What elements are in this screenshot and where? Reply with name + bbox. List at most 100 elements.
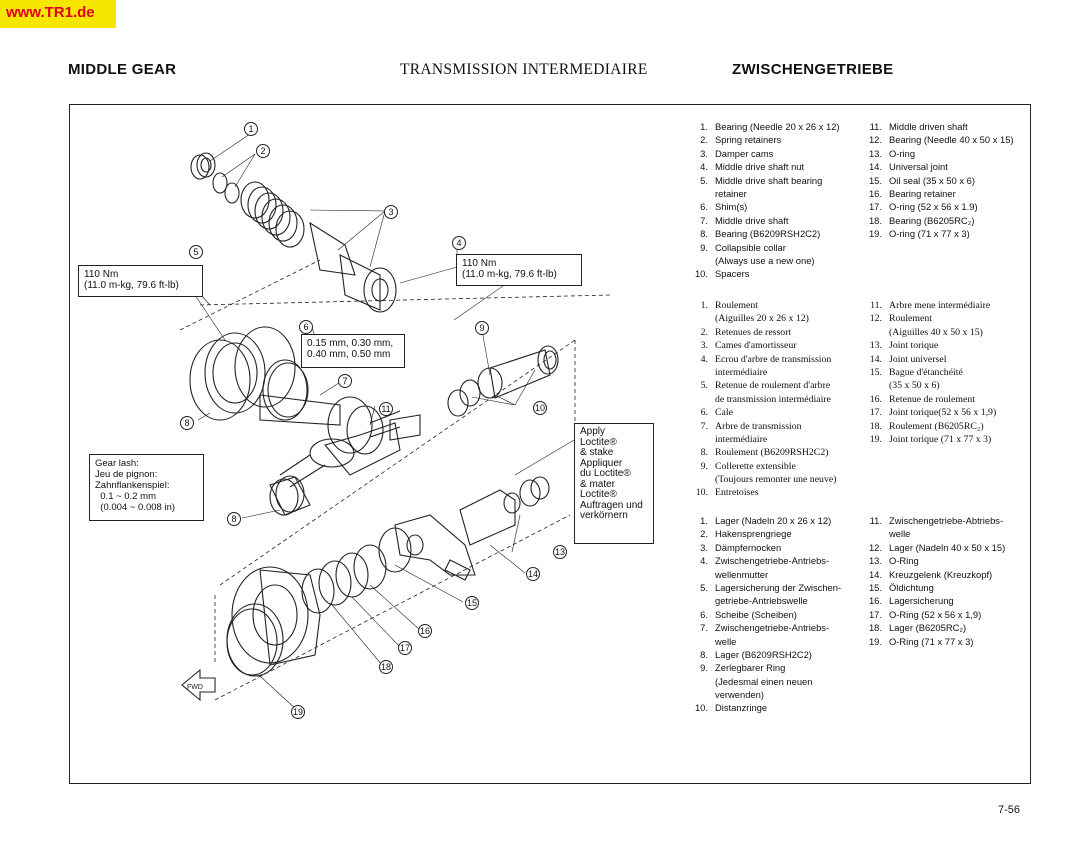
part-number: 6.: [700, 608, 708, 620]
callout-1: 1: [244, 122, 258, 136]
part-number: 8.: [700, 648, 708, 660]
part-number: 13.: [868, 555, 882, 567]
damper-spring: [240, 181, 305, 248]
part-number: 10.: [695, 487, 708, 499]
part-number: 15.: [869, 366, 882, 378]
part-number: 15.: [868, 174, 882, 186]
part-description: (Aiguilles 20 x 26 x 12): [715, 313, 809, 325]
part-description: Universal joint: [889, 161, 948, 173]
callout-6: 6: [299, 320, 313, 334]
part-number: 3.: [700, 340, 708, 352]
part-number: 6.: [700, 201, 708, 213]
loctite-label: Apply Loctite® & stake Appliquer du Loct…: [574, 423, 654, 544]
torque-label-shaft: 110 Nm (11.0 m-kg, 79.6 ft-lb): [456, 254, 582, 286]
part-description: O-ring (52 x 56 x 1.9): [889, 201, 978, 213]
figure-frame: [69, 104, 1031, 784]
part-description: O-Ring: [889, 555, 919, 567]
site-watermark[interactable]: www.TR1.de: [0, 0, 116, 28]
part-description: Lagersicherung der Zwischen-: [715, 581, 842, 593]
part-number: 9.: [700, 662, 708, 674]
loctite-line: Loctite®: [580, 436, 617, 448]
part-description: Damper cams: [715, 147, 774, 159]
part-description: O-Ring (71 x 77 x 3): [889, 635, 974, 647]
callout-15: 15: [465, 596, 479, 610]
large-bearing-part-8: [189, 326, 296, 421]
part-number: 6.: [700, 407, 708, 419]
fwd-arrow-label: FWD: [187, 684, 203, 691]
part-number: 16.: [868, 595, 882, 607]
part-description: Retenue de roulement: [889, 393, 975, 405]
callout-3: 3: [384, 205, 398, 219]
part-number: 11.: [870, 300, 882, 311]
page-number: 7-56: [998, 804, 1021, 816]
part-number: 17.: [868, 201, 882, 213]
part-description: (Jedesmal einen neuen: [715, 675, 813, 687]
part-description: Middle drive shaft nut: [715, 161, 805, 173]
part-description: Lager (Nadeln 40 x 50 x 15): [889, 541, 1006, 553]
part-description: Bague d'étanchéité: [889, 366, 963, 378]
part-number: 19.: [868, 228, 882, 240]
part-description: Joint torique(52 x 56 x 1,9): [889, 407, 997, 419]
part-number: 12.: [869, 313, 882, 325]
part-description: Roulement (B6205RC₂): [889, 420, 984, 432]
callout-2: 2: [256, 144, 270, 158]
part-description: Bearing retainer: [889, 187, 956, 199]
callout-13: 13: [553, 545, 567, 559]
callout-8b: 8: [227, 512, 241, 526]
part-number: 5.: [700, 174, 708, 186]
part-number: 14.: [868, 568, 882, 580]
part-description: Öldichtung: [889, 581, 934, 593]
part-description: wellenmutter: [715, 568, 769, 580]
callout-10: 10: [533, 401, 547, 415]
part-number: 7.: [700, 622, 708, 634]
part-description: Middle driven shaft: [889, 121, 968, 132]
part-description: Middle drive shaft bearing: [715, 174, 823, 186]
part-number: 2.: [700, 134, 708, 146]
part-number: 16.: [869, 393, 882, 405]
part-description: Hakensprengriege: [715, 528, 792, 540]
part-number: 15.: [868, 581, 882, 593]
part-number: 5.: [700, 380, 708, 392]
part-number: 8.: [700, 447, 708, 459]
part-number: 14.: [868, 161, 882, 173]
part-description: welle: [715, 635, 737, 647]
part-description: Bearing (Needle 20 x 26 x 12): [715, 121, 840, 132]
heading-french: TRANSMISSION INTERMEDIAIRE: [400, 61, 648, 78]
part-description: Joint universel: [889, 353, 947, 365]
part-number: 19.: [869, 433, 882, 445]
part-number: 14.: [869, 353, 882, 365]
loctite-line: & stake: [580, 447, 614, 458]
part-description: (35 x 50 x 6): [889, 380, 940, 392]
part-description: Roulement: [889, 313, 932, 325]
part-number: 2.: [700, 326, 708, 338]
part-description: de transmission intermédiaire: [715, 393, 831, 405]
part-description: intermédiaire: [715, 366, 768, 378]
callout-19: 19: [291, 705, 305, 719]
part-description: Zwischengetriebe-Antriebs-: [715, 555, 830, 567]
part-number: 13.: [869, 340, 882, 352]
bearing-housing: [231, 566, 321, 666]
callout-16: 16: [418, 624, 432, 638]
part-description: (Always use a new one): [715, 254, 815, 266]
part-description: Roulement (B6209RSH2C2): [715, 447, 829, 459]
part-description: Ecrou d'arbre de transmission: [715, 353, 832, 365]
part-number: 4.: [700, 555, 708, 567]
heading-english: MIDDLE GEAR: [68, 61, 177, 78]
part-description: Collapsible collar: [715, 241, 786, 253]
part-number: 12.: [868, 134, 882, 146]
part-number: 8.: [700, 228, 708, 240]
part-description: (Toujours remonter une neuve): [715, 474, 837, 486]
part-number: 9.: [700, 460, 708, 472]
part-description: Oil seal (35 x 50 x 6): [889, 174, 975, 186]
part-number: 19.: [868, 635, 882, 647]
part-number: 5.: [700, 581, 708, 593]
callout-8a: 8: [180, 416, 194, 430]
callout-5: 5: [189, 245, 203, 259]
callout-18: 18: [379, 660, 393, 674]
part-description: Retenue de roulement d'arbre: [715, 380, 831, 392]
part-description: Joint torique: [889, 340, 939, 352]
part-description: O-ring: [889, 147, 916, 159]
part-number: 1.: [700, 121, 708, 132]
middle-driven-shaft-part-11: [279, 414, 421, 488]
part-description: Spacers: [715, 268, 750, 280]
